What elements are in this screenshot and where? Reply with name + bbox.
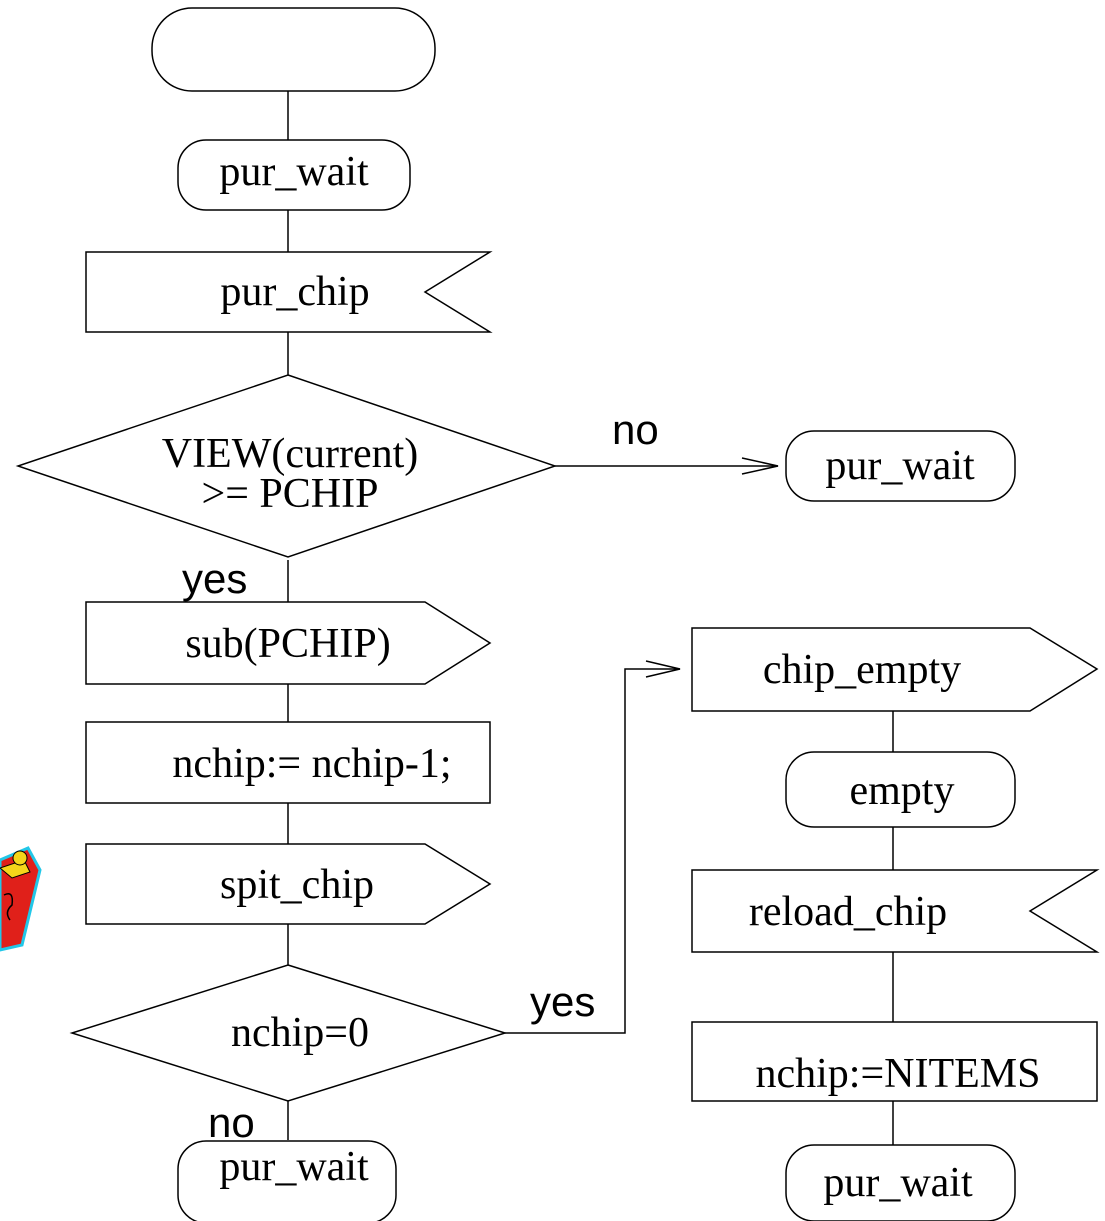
state-pur-wait-3-label: pur_wait (219, 1144, 369, 1190)
branch-no-label-2: no (208, 1099, 255, 1146)
output-sub-pchip-label: sub(PCHIP) (185, 621, 390, 667)
task-nchip-decrement-label: nchip:= nchip-1; (172, 741, 451, 787)
branch-yes-label-1: yes (182, 555, 247, 602)
task-nchip-decrement (85, 721, 491, 804)
state-empty (785, 751, 1016, 828)
branch-no-label-1: no (612, 406, 659, 453)
state-pur-wait-3 (177, 1140, 397, 1221)
branch-yes-label-2: yes (530, 978, 595, 1025)
start-terminal (151, 7, 436, 92)
state-pur-wait-1-label: pur_wait (219, 149, 369, 195)
state-pur-wait-4 (785, 1144, 1016, 1221)
decision-nchip-zero-label: nchip=0 (231, 1010, 369, 1056)
task-nchip-reset (691, 1021, 1098, 1102)
output-spit-chip-label: spit_chip (220, 862, 374, 908)
decision-view-current (15, 374, 558, 558)
state-pur-wait-2-label: pur_wait (825, 443, 975, 489)
state-pur-wait-1 (177, 139, 411, 211)
output-sub-pchip (85, 601, 492, 685)
decision-view-line2: >= PCHIP (202, 471, 379, 517)
output-chip-empty (691, 627, 1099, 712)
task-nchip-reset-label: nchip:=NITEMS (756, 1051, 1041, 1097)
input-pur-chip-label: pur_chip (220, 269, 369, 315)
output-spit-chip (85, 843, 492, 925)
state-pur-wait-4-label: pur_wait (823, 1160, 973, 1206)
state-pur-wait-2 (785, 430, 1016, 502)
state-empty-label: empty (850, 768, 955, 814)
decision-view-line1: VIEW(current) (162, 431, 419, 477)
input-reload-chip (691, 869, 1100, 953)
decision-nchip-zero (69, 964, 508, 1102)
output-chip-empty-label: chip_empty (763, 647, 961, 693)
connectors (287, 90, 894, 1145)
red-candy-bag-icon (0, 846, 42, 952)
input-pur-chip (85, 251, 493, 333)
input-reload-chip-label: reload_chip (749, 889, 947, 935)
